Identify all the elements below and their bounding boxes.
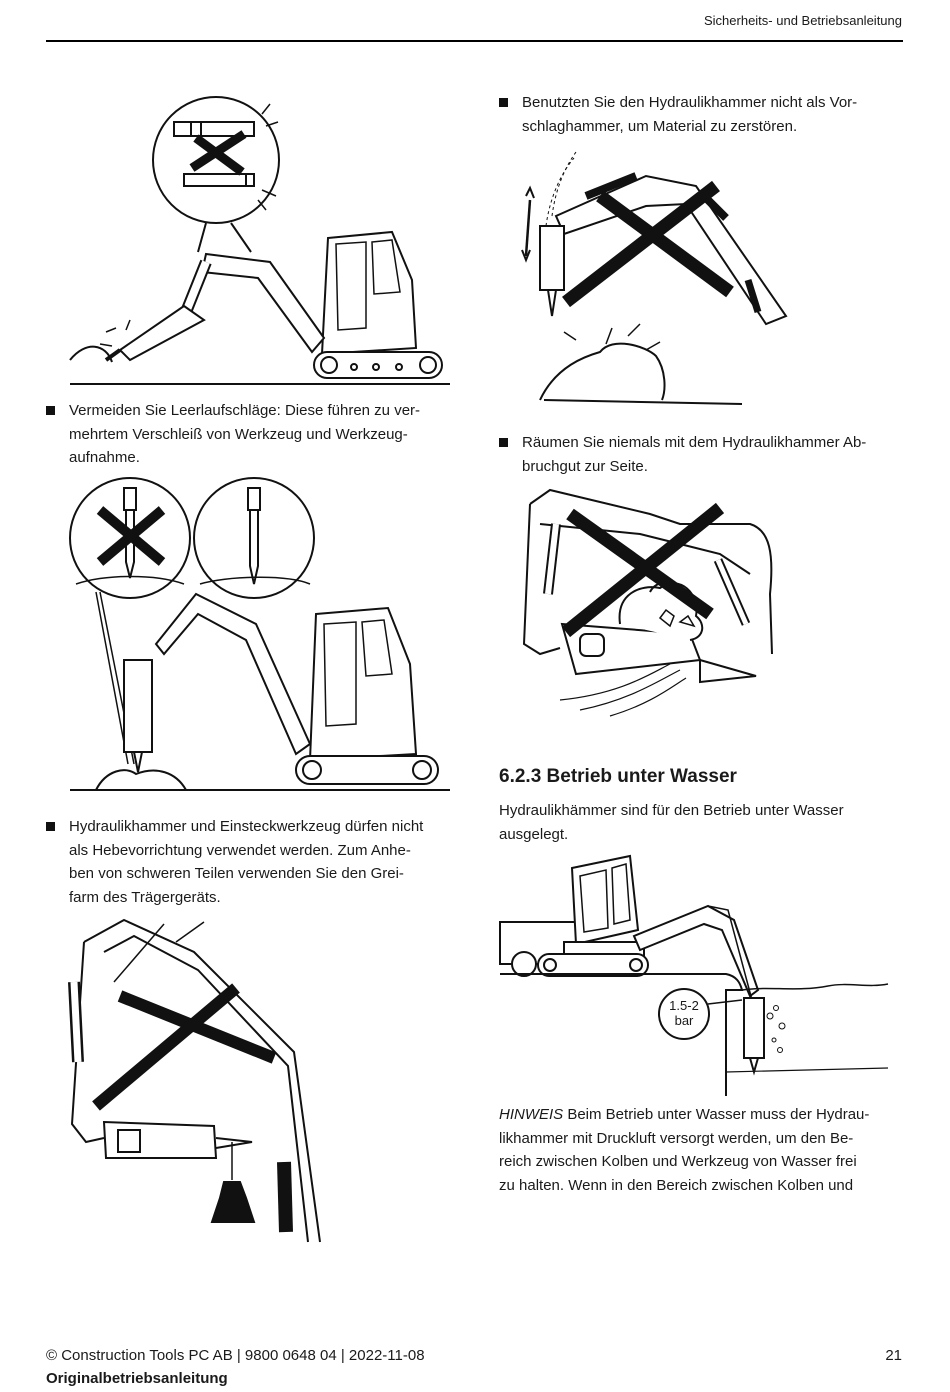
bullet-no-lifting: Hydraulikhammer und Einsteckwerkzeug dür… (46, 815, 456, 909)
header-rule (46, 40, 903, 42)
hint-text: Beim Betrieb unter Wasser muss der Hydra… (499, 1106, 870, 1194)
pressure-label-unit: bar (674, 1013, 694, 1028)
bullet-square-icon (46, 822, 55, 831)
illustration-blank-firing-excavator (66, 92, 454, 388)
bullet-no-sledgehammer-text: Benutzten Sie den Hydraulikhammer nicht … (522, 94, 858, 135)
pressure-label: 1.5-2 bar (659, 998, 709, 1028)
bullet-square-icon (499, 98, 508, 107)
illustration-no-lifting (64, 912, 326, 1252)
footer-copyright: © Construction Tools PC AB | 9800 0648 0… (46, 1347, 425, 1364)
bullet-no-sweeping-text: Räumen Sie niemals mit dem Hydraulikhamm… (522, 434, 867, 475)
illustration-idle-strike-circles (66, 474, 454, 796)
section-heading: 6.2.3 Betrieb unter Wasser (499, 766, 737, 787)
illustration-no-sweeping (520, 484, 774, 720)
bullet-no-sledgehammer: Benutzten Sie den Hydraulikhammer nicht … (499, 91, 909, 138)
footer-subtitle: Originalbetriebsanleitung (46, 1370, 228, 1387)
page-number: 21 (885, 1347, 902, 1364)
bullet-square-icon (499, 438, 508, 447)
bullet-idle-strikes: Vermeiden Sie Leerlaufschläge: Diese füh… (46, 399, 456, 470)
bullet-idle-strikes-text: Vermeiden Sie Leerlaufschläge: Diese füh… (69, 402, 421, 466)
hint-label: HINWEIS (499, 1106, 564, 1123)
bullet-no-lifting-text: Hydraulikhammer und Einsteckwerkzeug dür… (69, 818, 424, 906)
bullet-square-icon (46, 406, 55, 415)
bullet-no-sweeping: Räumen Sie niemals mit dem Hydraulikhamm… (499, 431, 909, 478)
hint-paragraph: HINWEIS Beim Betrieb unter Wasser muss d… (499, 1103, 909, 1197)
section-intro: Hydraulikhämmer sind für den Betrieb unt… (499, 802, 844, 843)
pressure-label-value: 1.5-2 (669, 998, 699, 1013)
illustration-no-sledgehammer (516, 146, 790, 408)
illustration-underwater: 1.5-2 bar (498, 850, 890, 1100)
header-title: Sicherheits- und Betriebsanleitung (703, 13, 902, 28)
